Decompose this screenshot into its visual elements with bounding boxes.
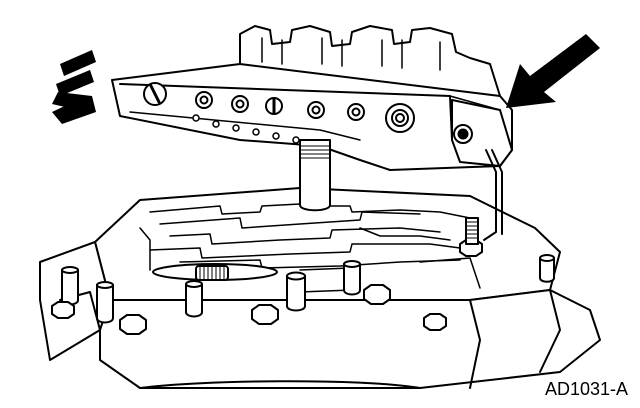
solid-arrow-down-left-icon [506,34,600,108]
solenoid-body [111,25,513,241]
port-3 [231,95,249,113]
triple-dash-arrow-left-icon [52,50,96,124]
port-7 [385,103,415,133]
port-5 [307,101,325,119]
port-6 [347,103,365,121]
port-1 [143,82,167,106]
solenoid-ports [143,82,415,133]
port-4 [265,97,283,115]
transmission-case [39,187,601,389]
port-2 [195,91,213,109]
figure-id-label: AD1031-A [544,379,628,399]
case-bosses [51,217,555,335]
